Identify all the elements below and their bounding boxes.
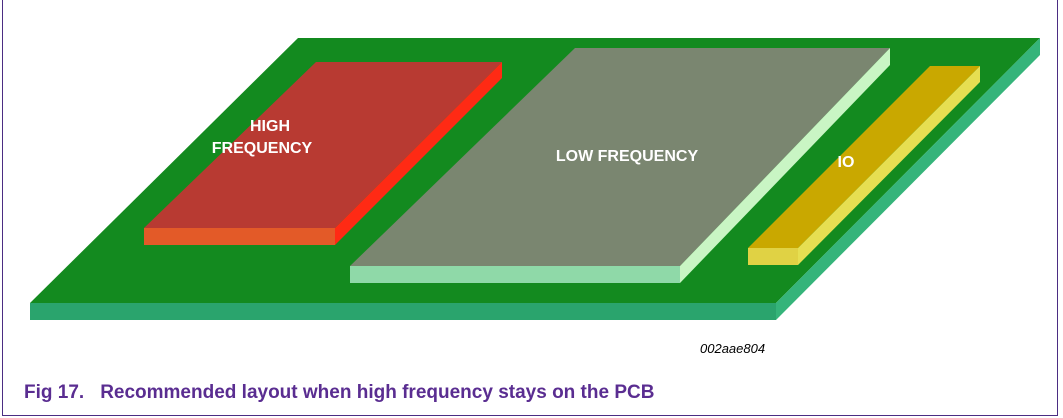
high-frequency-block: HIGH FREQUENCY [144,62,502,245]
low-frequency-label: LOW FREQUENCY [556,148,699,165]
figure-number: Fig 17. [24,382,85,403]
low-frequency-block-front [350,266,680,283]
low-frequency-block: LOW FREQUENCY [350,48,890,283]
high-frequency-block-side [335,62,502,245]
io-label: IO [838,154,855,171]
high-frequency-label-line1: HIGH [250,118,290,135]
io-block-front [748,248,798,265]
figure-id: 002aae804 [700,341,766,356]
io-block-side [798,66,980,265]
low-frequency-block-top [350,48,890,266]
pcb-layout-diagram: HIGH FREQUENCY LOW FREQUENCY IO [30,38,1040,320]
high-frequency-block-front [144,228,335,245]
pcb-board-side-edge [776,38,1040,320]
low-frequency-block-side [680,48,890,283]
io-block: IO [748,66,980,265]
pcb-board-front-edge [30,303,776,320]
high-frequency-block-top [144,62,502,228]
figure-caption-text: Recommended layout when high frequency s… [100,382,655,403]
figure-caption: Fig 17. Recommended layout when high freq… [24,382,654,404]
io-block-top [748,66,980,248]
high-frequency-label-line2: FREQUENCY [212,140,313,157]
